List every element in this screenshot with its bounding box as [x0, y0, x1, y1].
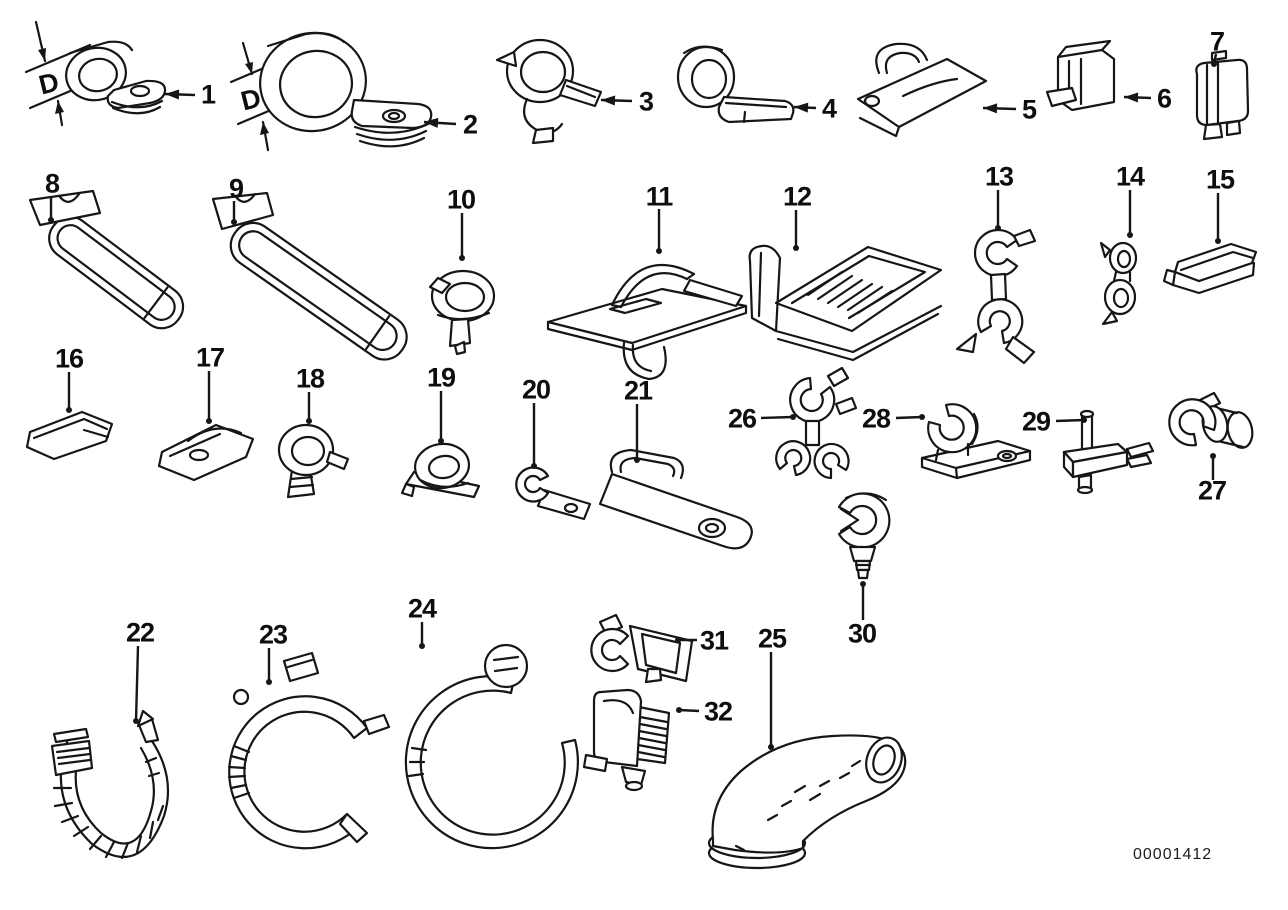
callout-20[interactable]: 20: [521, 374, 551, 405]
callout-22[interactable]: 22: [125, 617, 155, 648]
part-20-drawing: [515, 466, 592, 521]
part-22-drawing: [50, 709, 170, 860]
callout-1[interactable]: 1: [200, 79, 216, 110]
callout-17[interactable]: 17: [195, 342, 225, 373]
part-4-drawing: [676, 45, 795, 124]
callout-19[interactable]: 19: [426, 362, 456, 393]
callout-26[interactable]: 26: [727, 403, 757, 434]
callout-12[interactable]: 12: [782, 181, 812, 212]
callout-24[interactable]: 24: [407, 593, 437, 624]
part-32-drawing: [582, 688, 671, 792]
callout-4[interactable]: 4: [821, 93, 837, 124]
part-30-drawing: [837, 492, 891, 580]
part-8-drawing: [28, 189, 185, 330]
callout-16[interactable]: 16: [54, 343, 84, 374]
callout-6[interactable]: 6: [1156, 83, 1172, 114]
callout-8[interactable]: 8: [44, 168, 60, 199]
part-27-drawing: [1168, 391, 1254, 449]
callout-21[interactable]: 21: [623, 375, 653, 406]
part-11-drawing: [546, 264, 748, 381]
callout-5[interactable]: 5: [1021, 94, 1037, 125]
callout-27[interactable]: 27: [1197, 475, 1227, 506]
callout-9[interactable]: 9: [228, 173, 244, 204]
part-25-drawing: [707, 734, 907, 870]
callout-15[interactable]: 15: [1205, 164, 1235, 195]
part-14-drawing: [1099, 241, 1138, 326]
part-6-drawing: [1045, 39, 1116, 112]
part-17-drawing: [157, 423, 255, 482]
callout-29[interactable]: 29: [1021, 406, 1051, 437]
callout-32[interactable]: 32: [703, 696, 733, 727]
part-18-drawing: [277, 423, 350, 499]
part-1-drawing: [24, 20, 167, 127]
part-21-drawing: [598, 448, 753, 550]
doc-number: 00001412: [1133, 846, 1213, 863]
callout-13[interactable]: 13: [984, 161, 1014, 192]
callout-10[interactable]: 10: [446, 184, 476, 215]
part-7-drawing: [1195, 49, 1250, 141]
callout-18[interactable]: 18: [295, 363, 325, 394]
callout-2[interactable]: 2: [462, 109, 478, 140]
part-12-drawing: [748, 244, 943, 362]
callout-7[interactable]: 7: [1209, 26, 1225, 57]
callout-3[interactable]: 3: [638, 86, 654, 117]
part-26-drawing: [775, 366, 858, 480]
part-28-drawing: [920, 403, 1032, 480]
part-16-drawing: [25, 410, 114, 461]
part-19-drawing: [400, 442, 481, 499]
callout-11[interactable]: 11: [645, 181, 674, 212]
part-23-drawing: [227, 651, 391, 850]
part-3-drawing: [495, 38, 603, 145]
part-10-drawing: [428, 269, 496, 356]
part-13-drawing: [955, 228, 1037, 365]
callout-30[interactable]: 30: [847, 618, 877, 649]
part-9-drawing: [211, 191, 408, 361]
part-29-drawing: [1062, 409, 1155, 495]
part-15-drawing: [1162, 242, 1258, 295]
callout-28[interactable]: 28: [861, 403, 891, 434]
callout-25[interactable]: 25: [757, 623, 787, 654]
part-5-drawing: [856, 42, 988, 138]
part-2-drawing: [229, 31, 433, 152]
part-24-drawing: [404, 643, 579, 850]
callout-14[interactable]: 14: [1115, 161, 1145, 192]
callout-31[interactable]: 31: [699, 625, 729, 656]
callout-23[interactable]: 23: [258, 619, 288, 650]
